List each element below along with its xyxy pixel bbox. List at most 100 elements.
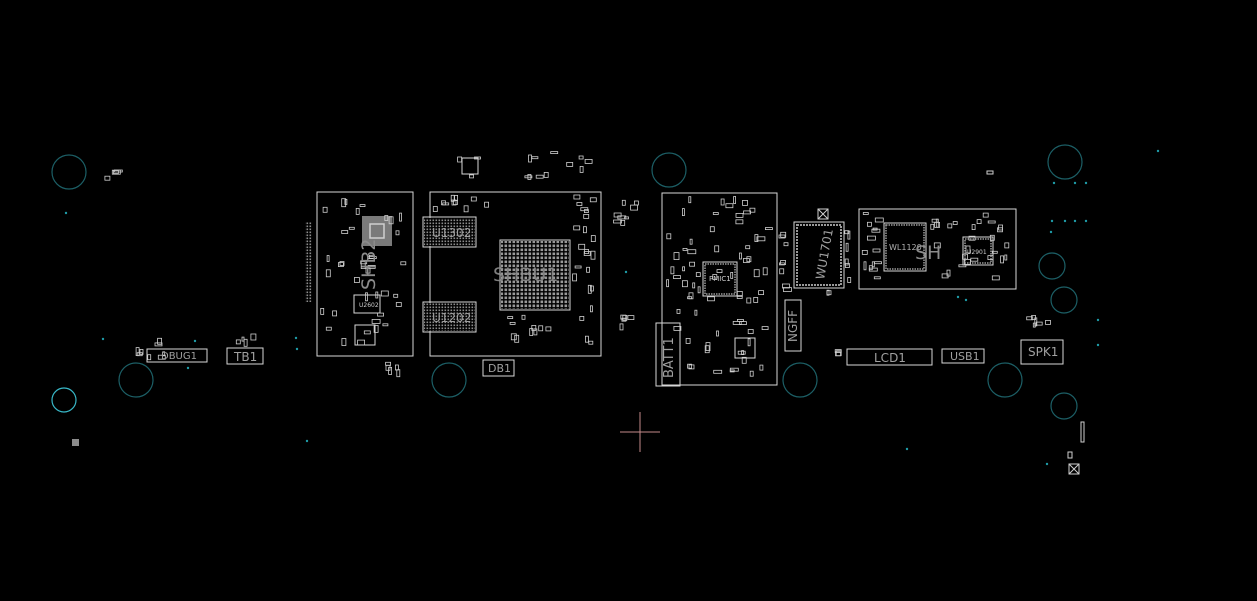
smd-component[interactable] xyxy=(687,363,692,369)
smd-component[interactable] xyxy=(872,227,878,231)
smd-component[interactable] xyxy=(673,325,682,331)
smd-component[interactable] xyxy=(341,338,347,346)
db1-outline[interactable] xyxy=(482,359,515,377)
smd-component[interactable] xyxy=(732,320,742,325)
smd-component[interactable] xyxy=(716,269,723,274)
smd-component[interactable] xyxy=(689,238,693,245)
smd-component[interactable] xyxy=(941,273,949,279)
wl1120-pads[interactable] xyxy=(885,224,925,270)
smd-component[interactable] xyxy=(835,350,842,357)
dbug1-outline[interactable] xyxy=(146,348,208,363)
smd-component[interactable] xyxy=(326,255,330,262)
smd-component[interactable] xyxy=(385,361,392,366)
smd-component[interactable] xyxy=(874,261,882,265)
smd-component[interactable] xyxy=(931,218,939,223)
smd-component[interactable] xyxy=(1000,255,1004,264)
smd-component[interactable] xyxy=(783,242,789,247)
smd-component[interactable] xyxy=(749,370,754,377)
smd-component[interactable] xyxy=(782,283,790,289)
smd-component[interactable] xyxy=(778,234,786,239)
smd-component[interactable] xyxy=(666,233,672,240)
smd-component[interactable] xyxy=(474,156,481,160)
smd-component[interactable] xyxy=(741,356,747,364)
smd-component[interactable] xyxy=(574,265,582,269)
mounting-hole-icon[interactable] xyxy=(1047,144,1083,180)
smd-component[interactable] xyxy=(365,292,368,302)
smd-component[interactable] xyxy=(400,261,407,266)
u2901-pads[interactable] xyxy=(964,238,992,264)
part-small[interactable] xyxy=(1067,451,1073,459)
smd-component[interactable] xyxy=(528,154,532,163)
smd-component[interactable] xyxy=(971,224,976,231)
smd-component[interactable] xyxy=(987,220,996,224)
smd-component[interactable] xyxy=(935,218,939,228)
smd-component[interactable] xyxy=(621,199,626,206)
smd-component[interactable] xyxy=(729,367,739,372)
smd-component[interactable] xyxy=(1035,321,1043,326)
mounting-hole-icon[interactable] xyxy=(782,362,818,398)
smd-component[interactable] xyxy=(157,337,163,345)
usb1-outline[interactable] xyxy=(941,348,985,364)
smd-component[interactable] xyxy=(363,330,371,335)
smd-component[interactable] xyxy=(243,338,248,347)
smd-component[interactable] xyxy=(873,276,881,280)
smd-component[interactable] xyxy=(982,212,989,218)
smd-component[interactable] xyxy=(588,340,594,345)
smd-component[interactable] xyxy=(868,265,873,271)
smd-component[interactable] xyxy=(968,235,976,241)
smd-component[interactable] xyxy=(783,287,792,292)
smd-component[interactable] xyxy=(872,248,881,253)
wl1120-outline[interactable] xyxy=(883,222,927,272)
shield-right-outline[interactable] xyxy=(858,208,1017,290)
smd-component[interactable] xyxy=(377,312,385,317)
smd-component[interactable] xyxy=(624,216,629,220)
smd-component[interactable] xyxy=(991,275,1000,281)
wu1701-outline[interactable] xyxy=(793,221,845,289)
smd-component[interactable] xyxy=(457,156,463,163)
smd-component[interactable] xyxy=(747,338,751,347)
smd-component[interactable] xyxy=(709,226,715,233)
smd-component[interactable] xyxy=(1026,316,1034,321)
u1302-bga-array[interactable] xyxy=(424,218,475,246)
top-chip-outline[interactable] xyxy=(461,157,479,175)
smd-component[interactable] xyxy=(976,219,982,225)
smd-component[interactable] xyxy=(360,261,366,270)
smd-component[interactable] xyxy=(235,339,241,345)
smd-component[interactable] xyxy=(735,219,744,225)
smd-component[interactable] xyxy=(845,242,849,252)
smd-component[interactable] xyxy=(371,318,381,324)
smd-component[interactable] xyxy=(573,225,581,231)
mounting-hole-icon[interactable] xyxy=(1050,286,1078,314)
smd-component[interactable] xyxy=(754,234,759,243)
smd-component[interactable] xyxy=(704,345,710,354)
smd-component[interactable] xyxy=(584,158,593,164)
smd-component[interactable] xyxy=(989,234,995,241)
smd-component[interactable] xyxy=(136,352,143,357)
smd-component[interactable] xyxy=(399,212,402,222)
smd-component[interactable] xyxy=(162,351,166,357)
smd-component[interactable] xyxy=(384,215,389,221)
smd-component[interactable] xyxy=(320,307,325,315)
smd-component[interactable] xyxy=(355,207,360,215)
connector-pins-left[interactable] xyxy=(305,222,312,302)
smd-component[interactable] xyxy=(863,261,867,271)
shield-left-outline[interactable] xyxy=(316,191,414,357)
smd-component[interactable] xyxy=(484,201,490,208)
smd-component[interactable] xyxy=(353,277,360,283)
smd-component[interactable] xyxy=(847,277,852,283)
smd-component[interactable] xyxy=(685,337,691,344)
smd-component[interactable] xyxy=(1004,254,1008,261)
smd-component[interactable] xyxy=(930,223,935,230)
smd-component[interactable] xyxy=(521,314,526,320)
smd-component[interactable] xyxy=(463,205,469,213)
smd-component[interactable] xyxy=(382,323,389,327)
smd-component[interactable] xyxy=(753,296,759,303)
smd-component[interactable] xyxy=(241,336,245,342)
smd-component[interactable] xyxy=(395,230,400,236)
smd-component[interactable] xyxy=(113,170,119,174)
smd-component[interactable] xyxy=(682,208,685,217)
smd-component[interactable] xyxy=(861,249,868,255)
smd-component[interactable] xyxy=(1004,242,1010,249)
smd-component[interactable] xyxy=(765,227,773,231)
